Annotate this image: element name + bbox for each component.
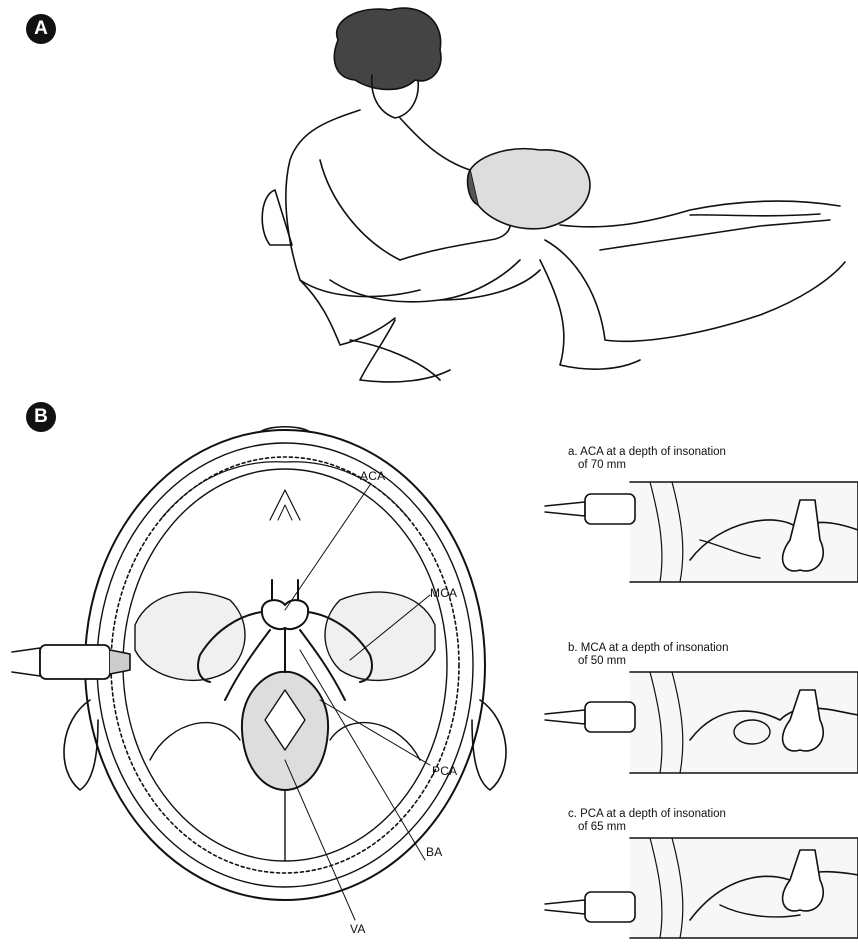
label-pca: PCA (432, 764, 457, 778)
label-va: VA (350, 922, 366, 936)
inset-a-caption-line2: of 70 mm (568, 459, 858, 472)
panel-a-badge: A (26, 14, 56, 44)
inset-c-caption: c. PCA at a depth of insonation of 65 mm (568, 808, 858, 834)
inset-a-caption: a. ACA at a depth of insonation of 70 mm (568, 446, 858, 472)
inset-c-caption-line1: c. PCA at a depth of insonation (568, 808, 858, 821)
label-mca: MCA (430, 586, 457, 600)
inset-a-caption-line1: a. ACA at a depth of insonation (568, 446, 858, 459)
label-aca: ACA (360, 469, 385, 483)
panel-b-badge: B (26, 402, 56, 432)
inset-b-caption-line2: of 50 mm (568, 655, 858, 668)
inset-c-caption-line2: of 65 mm (568, 821, 858, 834)
inset-b-caption: b. MCA at a depth of insonation of 50 mm (568, 642, 858, 668)
inset-b-caption-line1: b. MCA at a depth of insonation (568, 642, 858, 655)
label-ba: BA (426, 845, 442, 859)
